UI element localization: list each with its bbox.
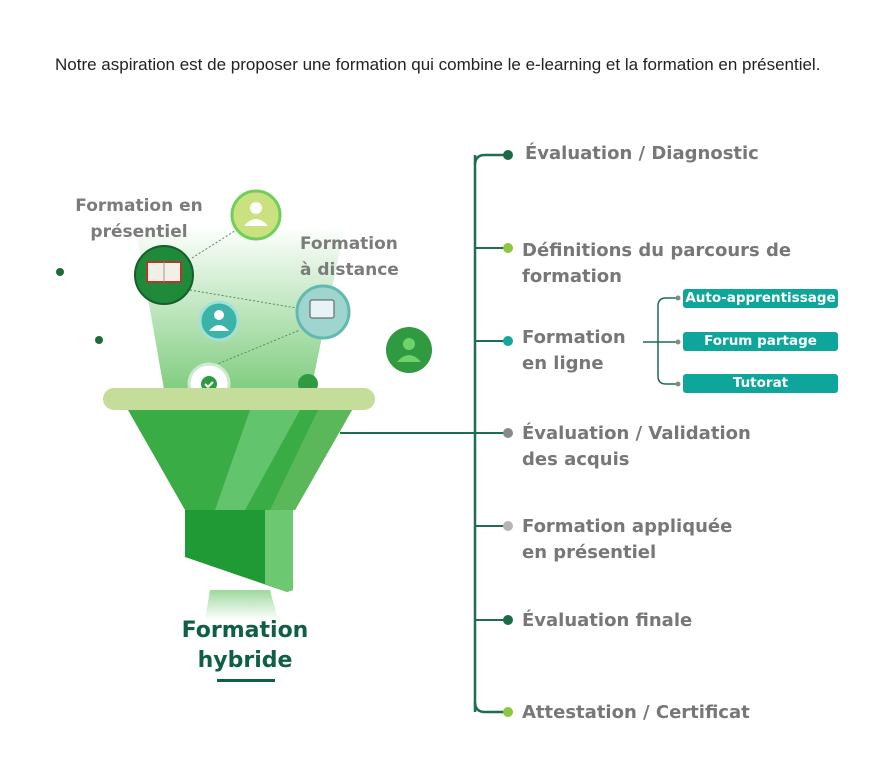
funnel-title: Formation hybride bbox=[160, 616, 330, 676]
step-dot bbox=[503, 150, 513, 160]
sub-tutorat: Tutorat bbox=[683, 374, 838, 393]
step-evaluation-diagnostic: Évaluation / Diagnostic bbox=[525, 143, 759, 164]
sub-auto-apprentissage: Auto-apprentissage bbox=[683, 289, 838, 308]
step-evaluation-finale: Évaluation finale bbox=[522, 610, 693, 631]
decor-dot bbox=[95, 336, 103, 344]
step-dot bbox=[503, 243, 513, 253]
step-formation-appliquee: Formation appliquée en présentiel bbox=[522, 516, 733, 563]
intro-text: Notre aspiration est de proposer une for… bbox=[55, 55, 821, 74]
step-evaluation-validation: Évaluation / Validation des acquis bbox=[522, 423, 751, 470]
label-presentiel: Formation en présentiel bbox=[75, 196, 203, 242]
label-distance: Formation à distance bbox=[300, 234, 399, 280]
step-formation-en-ligne: Formation en ligne bbox=[522, 327, 626, 374]
user-avatar-icon bbox=[230, 189, 282, 241]
step-attestation: Attestation / Certificat bbox=[522, 702, 750, 723]
step-dot bbox=[503, 521, 513, 531]
funnel-rim bbox=[103, 388, 375, 410]
title-underline bbox=[217, 679, 275, 682]
step-dot bbox=[503, 615, 513, 625]
title-line1: Formation bbox=[181, 618, 309, 643]
step-definitions-parcours: Définitions du parcours de formation bbox=[522, 240, 792, 287]
sub-forum-partage: Forum partage bbox=[683, 332, 838, 351]
step-dot bbox=[503, 707, 513, 717]
step-dot bbox=[503, 428, 513, 438]
title-line2: hybride bbox=[197, 648, 293, 673]
user-avatar-icon bbox=[198, 300, 240, 342]
step-dot bbox=[503, 336, 513, 346]
decor-dot bbox=[56, 268, 64, 276]
